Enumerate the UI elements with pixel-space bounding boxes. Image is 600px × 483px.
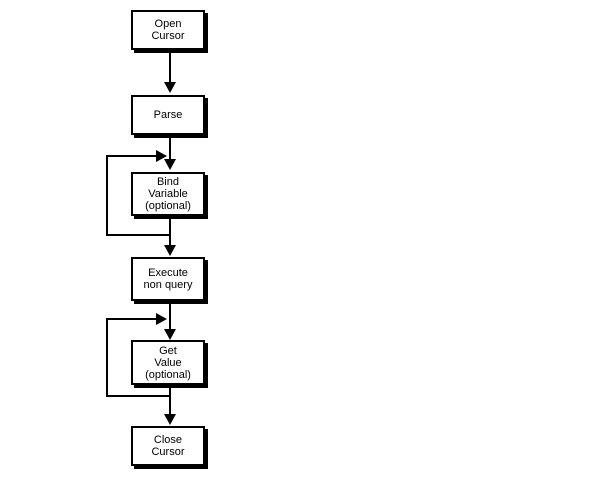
node-parse: Parse [131,95,205,135]
edge-getvalue-to-close-arrowhead [164,414,176,425]
loop-bind-left-line [106,155,108,236]
edge-bind-to-execute-line [169,216,171,246]
edge-getvalue-to-close-line [169,385,171,415]
node-open-cursor: Open Cursor [131,10,205,50]
node-execute-non-query: Execute non query [131,257,205,301]
node-bind-variable: Bind Variable (optional) [131,172,205,216]
edge-bind-to-execute-arrowhead [164,245,176,256]
loop-bind-top-line [107,155,156,157]
loop-bind-arrowhead [156,150,167,162]
edge-parse-to-bind-arrowhead [164,159,176,170]
loop-bind-bottom-line [106,234,171,236]
edge-execute-to-getvalue-line [169,301,171,330]
edge-execute-to-getvalue-arrowhead [164,329,176,340]
loop-getvalue-arrowhead [156,313,167,325]
node-close-cursor: Close Cursor [131,426,205,466]
loop-getvalue-top-line [107,318,156,320]
loop-getvalue-bottom-line [106,395,171,397]
edge-parse-to-bind-line [169,135,171,160]
edge-open-to-parse-line [169,50,171,83]
edge-open-to-parse-arrowhead [164,82,176,93]
loop-getvalue-left-line [106,318,108,397]
node-get-value: Get Value (optional) [131,340,205,385]
